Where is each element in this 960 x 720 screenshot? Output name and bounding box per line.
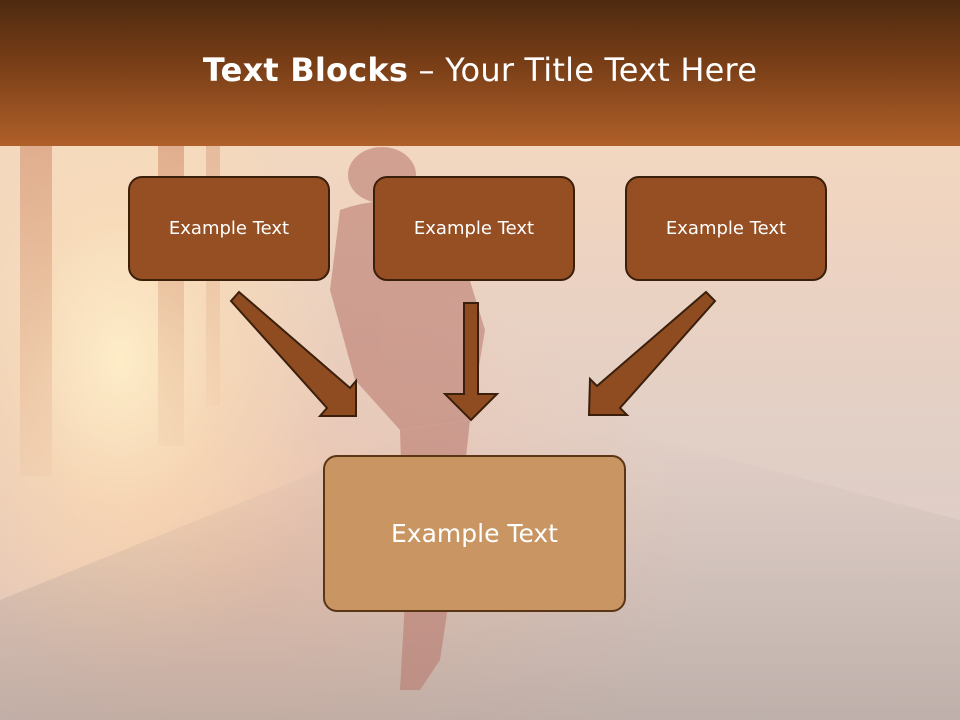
text-box-right[interactable]: Example Text bbox=[625, 176, 827, 281]
tree-trunk bbox=[20, 146, 52, 476]
text-box-bottom[interactable]: Example Text bbox=[323, 455, 626, 612]
text-box-left-label: Example Text bbox=[168, 218, 290, 239]
text-box-bottom-label: Example Text bbox=[391, 519, 558, 548]
title-rest-text: Your Title Text Here bbox=[445, 51, 758, 89]
slide-title: Text Blocks – Your Title Text Here bbox=[203, 51, 757, 89]
text-box-right-label: Example Text bbox=[665, 218, 787, 239]
arrow-down-right-icon[interactable] bbox=[229, 290, 357, 417]
text-box-left[interactable]: Example Text bbox=[128, 176, 330, 281]
arrow-down-icon[interactable] bbox=[442, 302, 500, 422]
title-bold-text: Text Blocks bbox=[202, 51, 409, 89]
title-bar: Text Blocks – Your Title Text Here bbox=[0, 0, 960, 146]
text-box-center[interactable]: Example Text bbox=[373, 176, 575, 281]
arrow-down-left-icon[interactable] bbox=[587, 290, 717, 416]
title-separator: – bbox=[408, 51, 446, 89]
text-box-center-label: Example Text bbox=[413, 218, 535, 239]
